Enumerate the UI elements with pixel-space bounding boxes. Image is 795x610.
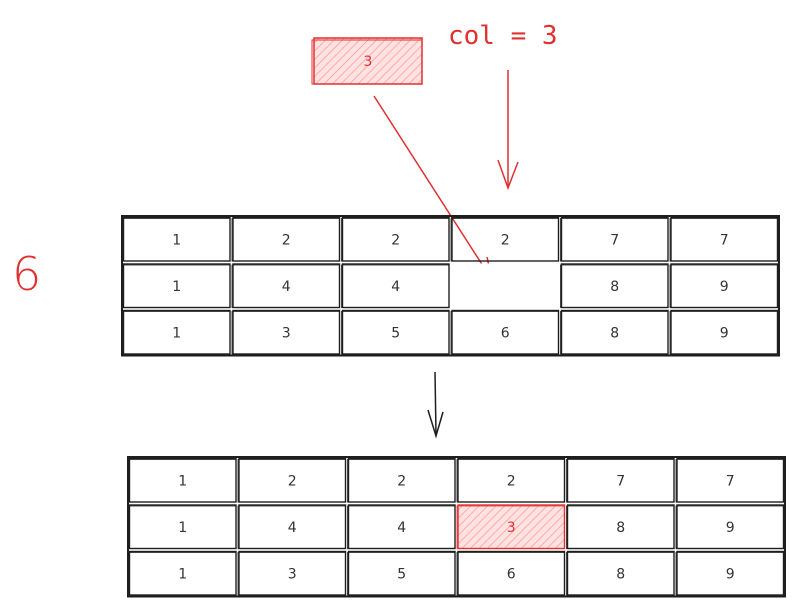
grid-before: 1 2 2 2 7 7 1 4 4 8 9 1 3 5 6 8 9	[121, 215, 780, 357]
grid-after-cell-outline	[347, 459, 456, 503]
grid-after-cell-value: 1	[178, 566, 187, 582]
grid-before-cell-outline	[231, 218, 340, 262]
grid-after-cell-value: 9	[726, 566, 735, 582]
grid-after-cell-outline	[456, 459, 565, 503]
grid-after-cell-value: 7	[726, 473, 735, 489]
grid-before-cell-outline	[450, 311, 559, 355]
grid-after-cell-outline	[347, 552, 456, 596]
grid-before-cell-value: 4	[282, 279, 291, 295]
transition-arrow	[427, 371, 444, 439]
grid-before-empty-cell	[451, 263, 559, 308]
piece-number-label: 6	[12, 247, 41, 301]
grid-before-cell-outline	[122, 264, 231, 308]
grid-before-cell-value: 9	[720, 279, 729, 295]
grid-after-cell-outline	[237, 459, 346, 503]
grid-before-cell-outline	[341, 264, 450, 308]
grid-before-cell-value: 8	[610, 325, 619, 341]
grid-after-cell-outline	[456, 505, 565, 549]
grid-after-cell-value: 8	[616, 520, 625, 536]
grid-before-cell-outline	[450, 218, 559, 262]
grid-after-cell-value: 2	[288, 473, 297, 489]
grid-after-cell-value: 4	[288, 520, 297, 536]
grid-after-cell-value: 6	[507, 566, 516, 582]
grid-before-cell-value: 6	[501, 325, 510, 341]
grid-after-cell-value: 3	[288, 566, 297, 582]
grid-before-cell-value: 4	[391, 279, 400, 295]
grid-before-cell-value: 1	[172, 232, 181, 248]
grid-before-cell-value: 7	[720, 232, 729, 248]
grid-before-cell-outline	[669, 311, 778, 355]
grid-after-cell-value: 2	[507, 473, 516, 489]
grid-before-cell-outline	[560, 264, 669, 308]
grid-after-cell-outline	[566, 459, 675, 503]
grid-before-cell-value: 2	[282, 232, 291, 248]
grid-after: 1 2 2 2 7 7 1 4 4 3 8 9 1 3 5 6 8 9	[127, 456, 786, 598]
grid-before-cell-value: 8	[610, 279, 619, 295]
grid-after-cell-value: 9	[726, 520, 735, 536]
grid-before-cell-value: 2	[501, 232, 510, 248]
grid-before-cell-value: 7	[610, 232, 619, 248]
grid-after-cell-outline	[128, 552, 237, 596]
grid-before-cell-outline	[122, 311, 231, 355]
grid-before-cell-value: 2	[391, 232, 400, 248]
grid-after-cell	[457, 504, 566, 550]
grid-before-cell-value: 5	[391, 325, 400, 341]
grid-after-cell-outline	[237, 552, 346, 596]
grid-before-cell-value: 1	[172, 325, 181, 341]
moving-block: 3	[311, 37, 423, 85]
grid-after-cell-outline	[128, 505, 237, 549]
column-arrow	[497, 70, 519, 191]
grid-before-cell-outline	[231, 264, 340, 308]
grid-before-cell-outline	[341, 311, 450, 355]
grid-before-cell-value: 3	[282, 325, 291, 341]
grid-after-frame	[127, 456, 786, 598]
grid-before-frame	[121, 215, 780, 357]
grid-before-cell-outline	[231, 311, 340, 355]
grid-after-cell-value: 4	[397, 520, 406, 536]
column-label: col = 3	[448, 21, 558, 51]
grid-after-cell-outline	[128, 459, 237, 503]
grid-after-cell-value: 3	[507, 520, 516, 536]
grid-before-cell-outline	[122, 218, 231, 262]
grid-after-cell-outline	[566, 505, 675, 549]
grid-before-cell-value: 9	[720, 325, 729, 341]
grid-after-cell-outline	[237, 505, 346, 549]
grid-after-cell-value: 8	[616, 566, 625, 582]
grid-after-cell-outline	[456, 552, 565, 596]
grid-after-cell-outline	[675, 505, 784, 549]
grid-after-cell-value: 5	[397, 566, 406, 582]
grid-before-cell-outline	[560, 311, 669, 355]
grid-before-cell-outline	[669, 264, 778, 308]
grid-after-cell-value: 1	[178, 520, 187, 536]
grid-after-cell-outline	[675, 459, 784, 503]
grid-after-cell-outline	[347, 505, 456, 549]
grid-after-cell-value: 1	[178, 473, 187, 489]
grid-after-cell-value: 2	[397, 473, 406, 489]
grid-after-cell-outline	[566, 552, 675, 596]
grid-before-cell-outline	[560, 218, 669, 262]
placement-arrow	[373, 95, 494, 282]
moving-block-value: 3	[364, 54, 373, 70]
grid-after-cell-value: 7	[616, 473, 625, 489]
grid-before-cell-value: 1	[172, 279, 181, 295]
grid-before-cell-outline	[669, 218, 778, 262]
grid-after-cell-outline	[675, 552, 784, 596]
grid-before-cell-outline	[341, 218, 450, 262]
